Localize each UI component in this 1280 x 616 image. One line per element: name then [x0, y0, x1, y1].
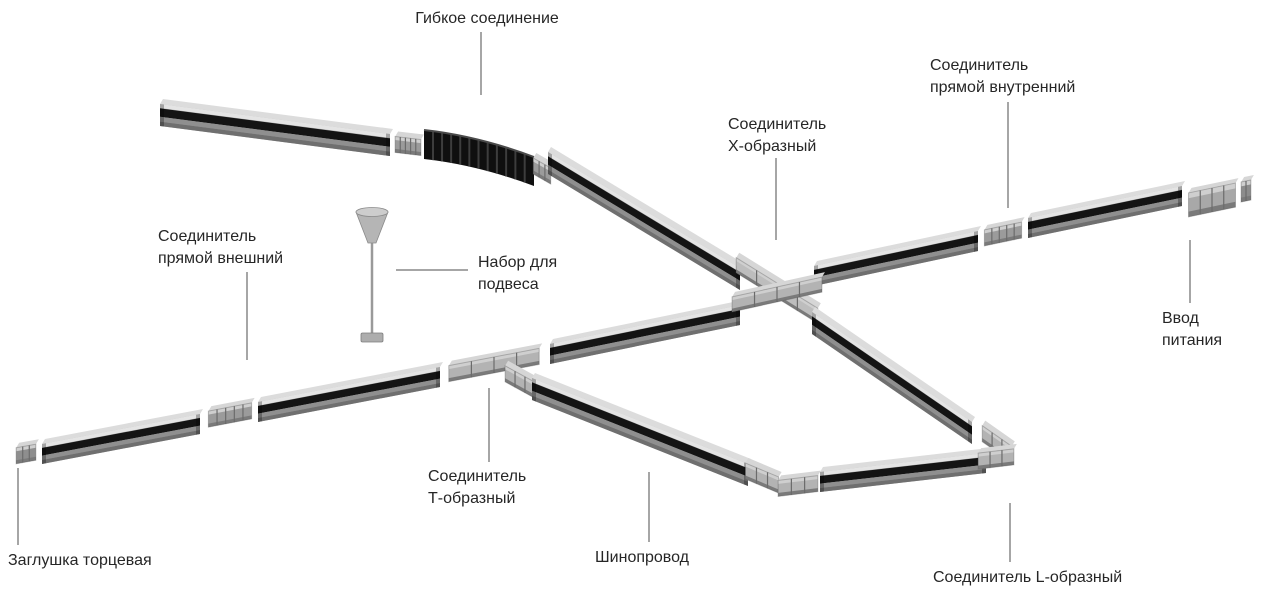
label-text: питания [1162, 332, 1223, 350]
busbar-track-segment [532, 373, 751, 486]
x-bar-b [731, 272, 825, 313]
label-text: Соединитель [930, 57, 1029, 74]
left-chain [15, 300, 743, 465]
label-suspension-kit: Набор для подвеса [478, 252, 557, 297]
label-text: Ввод [1162, 310, 1199, 327]
label-text: Х-образный [728, 138, 817, 156]
label-t-connector: Соединитель Т-образный [428, 466, 526, 511]
label-text: прямой внешний [158, 250, 284, 268]
label-text: Шинопровод [595, 549, 689, 566]
l-connector-arm [777, 470, 821, 497]
busbar-track-segment [548, 147, 743, 290]
flexible-connector [423, 129, 535, 186]
l-connector-arm [981, 420, 1015, 464]
track-clamp [360, 332, 384, 343]
leader-lines [17, 32, 1191, 562]
label-text: Соединитель [428, 468, 527, 485]
busbar-track-segment [550, 300, 743, 364]
straight-external-connector [207, 397, 255, 428]
flex-end-fitting [394, 131, 424, 157]
power-feed-cap [1240, 174, 1254, 203]
label-end-cap: Заглушка торцевая [8, 550, 152, 572]
lower-diamond [532, 307, 1017, 497]
label-l-connector: Соединитель L-образный [933, 567, 1122, 589]
label-text: прямой внутренний [930, 79, 1076, 97]
label-x-connector: Соединитель Х-образный [728, 114, 826, 159]
label-busbar-track: Шинопровод [595, 547, 689, 569]
label-text: Заглушка торцевая [8, 552, 152, 569]
label-straight-internal-connector: Соединитель прямой внутренний [930, 55, 1075, 100]
label-straight-external-connector: Соединитель прямой внешний [158, 226, 283, 271]
label-flexible-connection: Гибкое соединение [402, 8, 572, 30]
x-connector [731, 252, 825, 325]
busbar-track-segment [42, 409, 203, 464]
busbar-track-segment [1028, 181, 1185, 238]
l-connector-arm [744, 458, 782, 494]
label-text: Т-образный [428, 490, 516, 508]
label-text: Соединитель [158, 228, 257, 245]
t-connector-stub [504, 360, 538, 400]
busbar-track-segment [820, 448, 989, 492]
busbar-track-segment [258, 362, 443, 422]
label-text: Гибкое соединение [415, 10, 559, 27]
label-text: Соединитель L-образный [933, 569, 1123, 586]
straight-internal-connector [983, 217, 1025, 247]
label-text: подвеса [478, 276, 539, 294]
suspension-kit [355, 207, 389, 343]
t-connector-main [448, 343, 543, 383]
busbar-track-segment [160, 99, 393, 156]
upper-left-chain [160, 99, 743, 290]
end-cap [15, 439, 39, 465]
label-power-input: Ввод питания [1162, 308, 1222, 353]
busbar-track-segment [812, 307, 975, 444]
l-connector-arm [977, 443, 1017, 470]
upper-right-chain [814, 174, 1254, 286]
label-text: Соединитель [728, 116, 827, 133]
label-text: Набор для [478, 254, 558, 271]
power-feed [1188, 178, 1239, 218]
busbar-track-segment [814, 226, 981, 286]
